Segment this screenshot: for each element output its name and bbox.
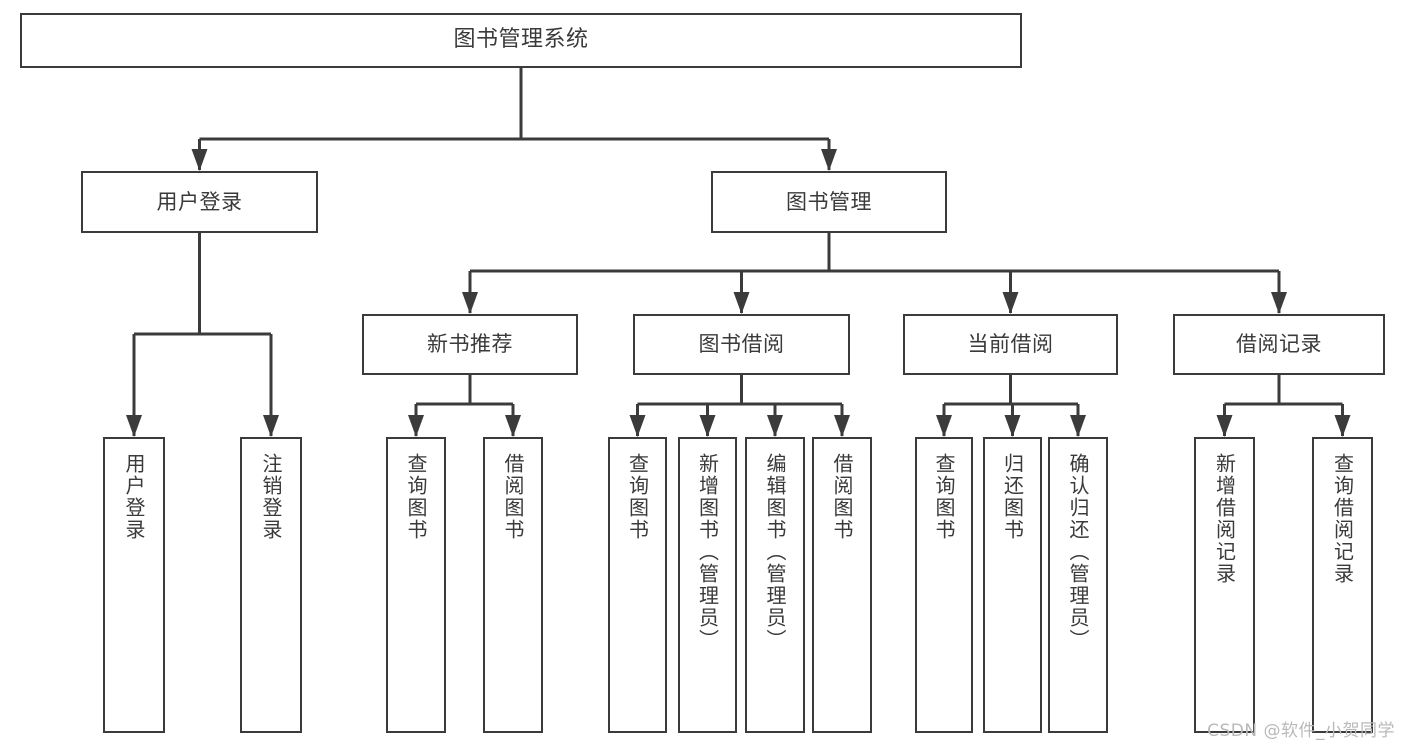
node-leaf_login[interactable]: 用户登录 — [103, 437, 165, 733]
node-leaf_add[interactable]: 新增图书（管理员） — [678, 437, 737, 733]
node-label: 借阅图书 — [501, 453, 525, 541]
node-book_borrow[interactable]: 图书借阅 — [633, 314, 850, 375]
node-leaf_return[interactable]: 归还图书 — [983, 437, 1042, 733]
node-user_login[interactable]: 用户登录 — [81, 171, 318, 233]
node-new_book_rec[interactable]: 新书推荐 — [362, 314, 578, 375]
node-label: 查询图书 — [625, 453, 650, 541]
watermark: CSDN @软件_小贺同学 — [1207, 721, 1395, 741]
node-label: 图书借阅 — [698, 332, 785, 357]
node-label: 编辑图书（管理员） — [763, 453, 787, 651]
node-leaf_b1[interactable]: 借阅图书 — [483, 437, 543, 733]
node-current_borrow[interactable]: 当前借阅 — [903, 314, 1118, 375]
node-label: 借阅图书 — [830, 453, 854, 541]
node-label: 新书推荐 — [427, 332, 513, 357]
node-leaf_b2[interactable]: 借阅图书 — [812, 437, 872, 733]
node-label: 用户登录 — [156, 189, 243, 214]
node-label: 图书管理 — [786, 189, 872, 214]
node-leaf_add_rec[interactable]: 新增借阅记录 — [1194, 437, 1255, 733]
node-label: 注销登录 — [259, 453, 283, 541]
node-label: 新增图书（管理员） — [695, 453, 720, 651]
node-label: 确认归还（管理员） — [1066, 453, 1090, 651]
node-label: 用户登录 — [122, 453, 146, 541]
node-leaf_edit[interactable]: 编辑图书（管理员） — [745, 437, 805, 733]
node-leaf_q1[interactable]: 查询图书 — [386, 437, 446, 733]
node-label: 借阅记录 — [1236, 332, 1322, 357]
node-leaf_q_rec[interactable]: 查询借阅记录 — [1312, 437, 1373, 733]
node-label: 查询借阅记录 — [1330, 453, 1355, 585]
node-label: 当前借阅 — [967, 332, 1054, 357]
node-label: 查询图书 — [404, 453, 428, 541]
node-label: 归还图书 — [1000, 453, 1025, 541]
node-label: 查询图书 — [932, 453, 956, 541]
node-label: 新增借阅记录 — [1212, 453, 1237, 585]
node-leaf_logout[interactable]: 注销登录 — [240, 437, 302, 733]
node-label: 图书管理系统 — [453, 27, 589, 53]
node-leaf_q3[interactable]: 查询图书 — [915, 437, 973, 733]
node-leaf_confirm[interactable]: 确认归还（管理员） — [1048, 437, 1108, 733]
node-root[interactable]: 图书管理系统 — [20, 13, 1022, 68]
node-leaf_q2[interactable]: 查询图书 — [608, 437, 667, 733]
node-borrow_record[interactable]: 借阅记录 — [1173, 314, 1385, 375]
node-book_mgmt[interactable]: 图书管理 — [711, 171, 947, 233]
